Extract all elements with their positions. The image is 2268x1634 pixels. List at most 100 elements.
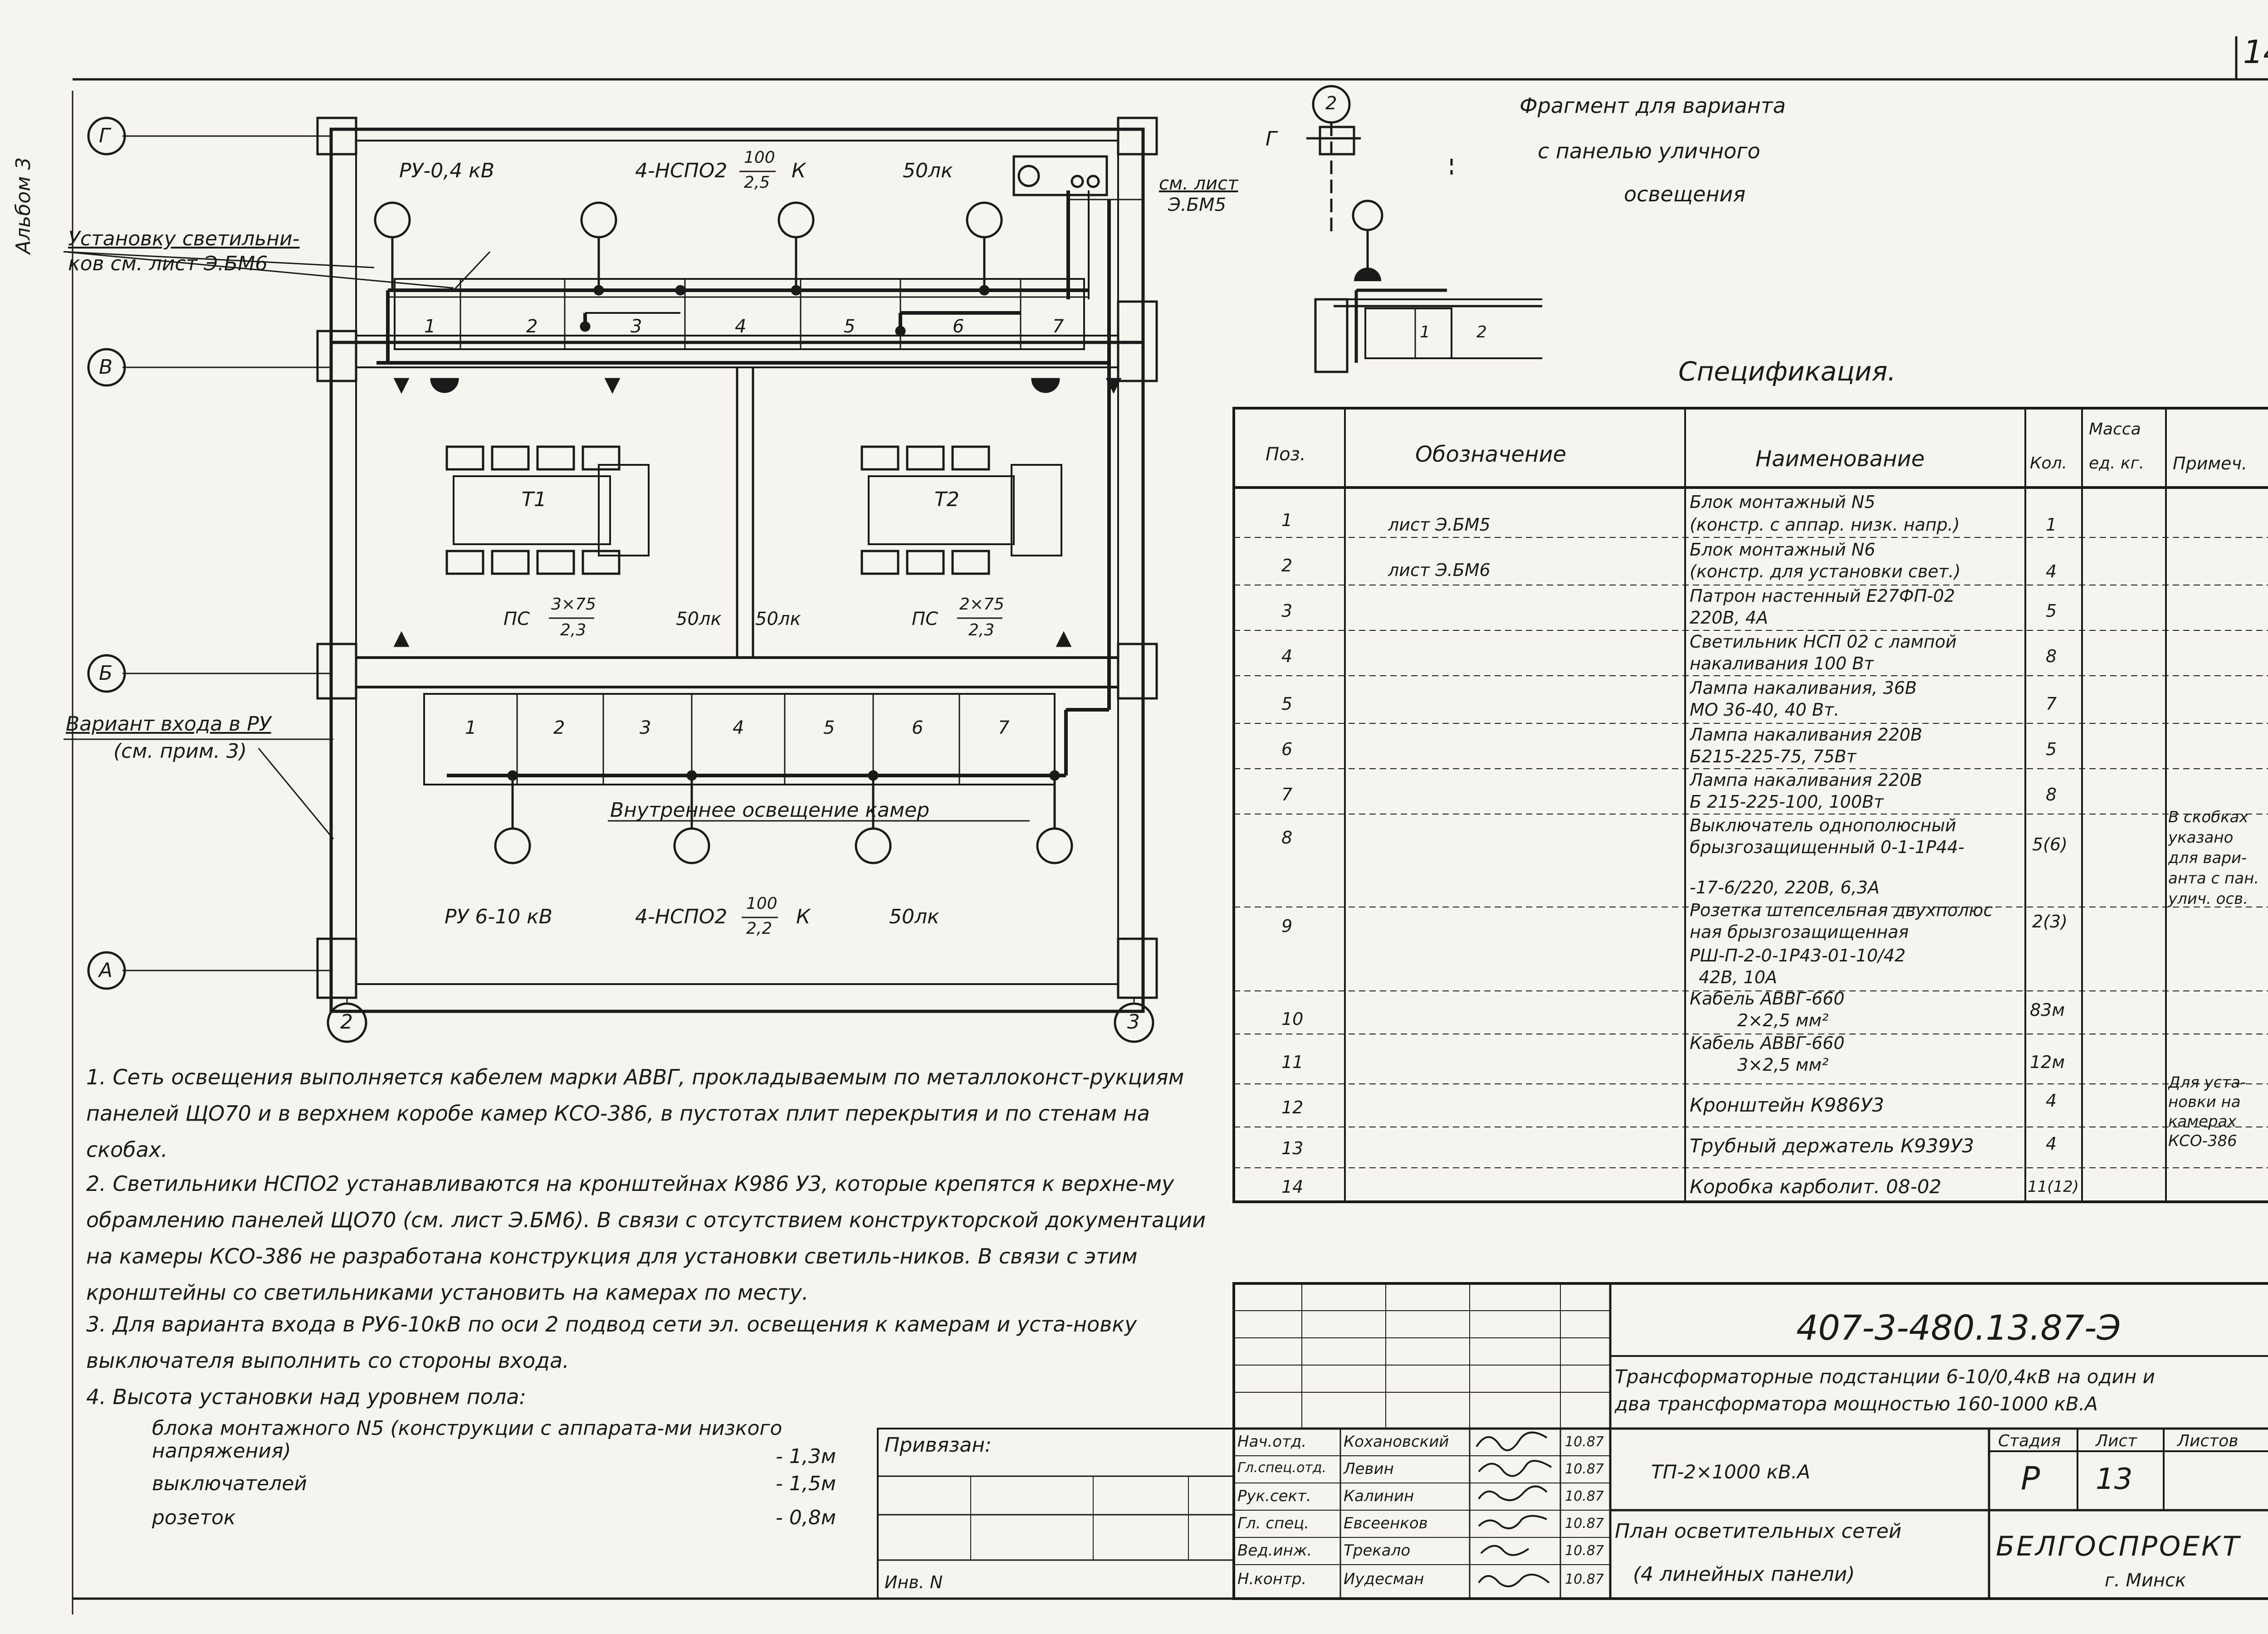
spec-name: Б 215-225-100, 100Вт: [1690, 792, 1884, 812]
general-note-2: 2. Светильники НСПО2 устанавливаются на …: [86, 1171, 1206, 1305]
spec-name: Трубный держатель К939У3: [1690, 1136, 1975, 1156]
signature-date: 10.87: [1565, 1516, 1604, 1532]
spec-pos: 11: [1281, 1052, 1304, 1072]
spec-name: Кабель АВВГ-660: [1690, 1033, 1845, 1053]
spec-qty: 8: [2046, 785, 2057, 805]
top-cell-3: 3: [631, 316, 642, 337]
t2-label: Т2: [934, 488, 959, 511]
bottom-room-frac-den: 2,2: [746, 919, 772, 938]
sheet-title-1: План осветительных сетей: [1615, 1520, 1902, 1543]
spec-pos: 13: [1281, 1138, 1304, 1158]
sheet-label: Лист: [2096, 1432, 2137, 1450]
spec-qty: 83м: [2030, 1000, 2065, 1020]
document-code: 407-3-480.13.87-Э: [1796, 1307, 2121, 1348]
spec-pos: 1: [1281, 510, 1293, 530]
inv-label: Инв. N: [885, 1572, 943, 1592]
height-value-block: - 1,3м: [776, 1445, 836, 1468]
top-room-name: РУ-0,4 кВ: [399, 159, 494, 182]
spec-pos: 12: [1281, 1097, 1304, 1117]
spec-name: Лампа накаливания 220В: [1690, 725, 1922, 745]
fragment-title-1: Фрагмент для варианта: [1520, 93, 1786, 118]
signature-date: 10.87: [1565, 1488, 1604, 1504]
spec-note: улич. осв.: [2168, 890, 2248, 908]
spec-qty: 2(3): [2032, 912, 2068, 932]
axis-label-a: А: [99, 959, 113, 982]
bottom-cell-1: 1: [465, 717, 477, 738]
album-label: Альбом 3: [12, 157, 35, 254]
bottom-cell-5: 5: [823, 717, 835, 738]
spec-name: Выключатель однополюсный: [1690, 815, 1956, 835]
top-cell-7: 7: [1052, 316, 1064, 337]
spec-note: указано: [2168, 829, 2234, 847]
bottom-cell-7: 7: [998, 717, 1010, 738]
spec-note: новки на: [2168, 1093, 2241, 1111]
bottom-cell-2: 2: [553, 717, 565, 738]
signature-name: Трекало: [1344, 1541, 1411, 1560]
signature-role: Нач.отд.: [1237, 1433, 1307, 1451]
spec-pos: 3: [1281, 601, 1293, 621]
spec-name: Лампа накаливания, 36В: [1690, 678, 1917, 698]
top-room-frac-den: 2,5: [744, 173, 770, 192]
spec-qty: 11(12): [2028, 1178, 2079, 1196]
variant-entry-line2: (см. прим. 3): [113, 740, 247, 763]
organization-city: г. Минск: [2105, 1570, 2186, 1591]
general-note-4: 4. Высота установки над уровнем пола:: [86, 1385, 526, 1409]
signature-name: Левин: [1344, 1460, 1394, 1478]
t1-den: 2,3: [560, 621, 587, 639]
signature-name: Кохановский: [1344, 1433, 1449, 1451]
spec-name: накаливания 100 Вт: [1690, 654, 1874, 673]
fragment-title-3: освещения: [1624, 182, 1746, 206]
top-room-lux: 50лк: [903, 159, 953, 182]
bottom-room-lamps: 4-НСПО2: [635, 905, 728, 928]
spec-name: Блок монтажный N5: [1690, 492, 1876, 512]
height-label-sockets: розеток: [152, 1506, 236, 1529]
spec-qty: 1: [2046, 515, 2057, 535]
spec-header-qty: Кол.: [2030, 454, 2068, 473]
axis-label-3: 3: [1127, 1010, 1140, 1034]
sheet-value: 13: [2096, 1463, 2133, 1496]
spec-pos: 2: [1281, 556, 1293, 576]
spec-header-designation: Обозначение: [1415, 444, 1567, 464]
spec-name: Коробка карболит. 08-02: [1690, 1177, 1941, 1197]
project-title-1: Трансформаторные подстанции 6-10/0,4кВ н…: [1615, 1366, 2155, 1388]
spec-qty: 4: [2046, 1134, 2057, 1154]
general-note-3: 3. Для варианта входа в РУ6-10кВ по оси …: [86, 1312, 1137, 1373]
t1-num: 3×75: [551, 595, 596, 614]
bottom-cell-6: 6: [912, 717, 924, 738]
signature-date: 10.87: [1565, 1434, 1604, 1450]
spec-name: Кронштейн К986У3: [1690, 1095, 1884, 1115]
signature-date: 10.87: [1565, 1571, 1604, 1587]
signature-name: Евсеенков: [1344, 1514, 1428, 1532]
variant-entry-line1: Вариант входа в РУ: [66, 712, 271, 736]
spec-qty: 7: [2046, 694, 2057, 714]
general-note-1: 1. Сеть освещения выполняется кабелем ма…: [86, 1065, 1184, 1162]
spec-qty: 5: [2046, 739, 2057, 759]
top-room-frac-num: 100: [744, 148, 775, 167]
fragment-title-2: с панелью уличного: [1538, 139, 1760, 163]
signature-name: Иудесман: [1344, 1570, 1424, 1588]
internal-lighting-label: Внутреннее освещение камер: [610, 799, 930, 822]
spec-name: (констр. для установки свет.): [1690, 561, 1961, 581]
signature-role: Рук.сект.: [1237, 1487, 1311, 1505]
spec-designation: лист Э.БМ6: [1388, 560, 1491, 580]
t2-ps: ПС: [912, 609, 938, 629]
fragment-axis-col: 2: [1325, 93, 1337, 114]
install-note-line2: ков см. лист Э.БМ6: [68, 252, 268, 275]
top-cell-6: 6: [953, 316, 964, 337]
t2-den: 2,3: [968, 621, 995, 639]
t2-lux: 50лк: [755, 609, 801, 629]
top-cell-1: 1: [424, 316, 436, 337]
spec-designation: лист Э.БМ5: [1388, 515, 1491, 535]
see-sheet-label: см. лист: [1159, 173, 1238, 194]
sheets-label: Листов: [2177, 1432, 2239, 1450]
t1-label: Т1: [522, 488, 547, 511]
spec-name: 3×2,5 мм²: [1737, 1055, 1829, 1075]
spec-qty: 4: [2046, 561, 2057, 581]
spec-qty: 12м: [2030, 1052, 2065, 1072]
spec-name: Блок монтажный N6: [1690, 540, 1876, 560]
spec-pos: 4: [1281, 646, 1293, 666]
spec-name: Светильник НСП 02 с лампой: [1690, 632, 1957, 652]
variant-label: ТП-2×1000 кВ.А: [1651, 1461, 1810, 1483]
spec-pos: 5: [1281, 694, 1293, 714]
signature-role: Н.контр.: [1237, 1570, 1307, 1588]
